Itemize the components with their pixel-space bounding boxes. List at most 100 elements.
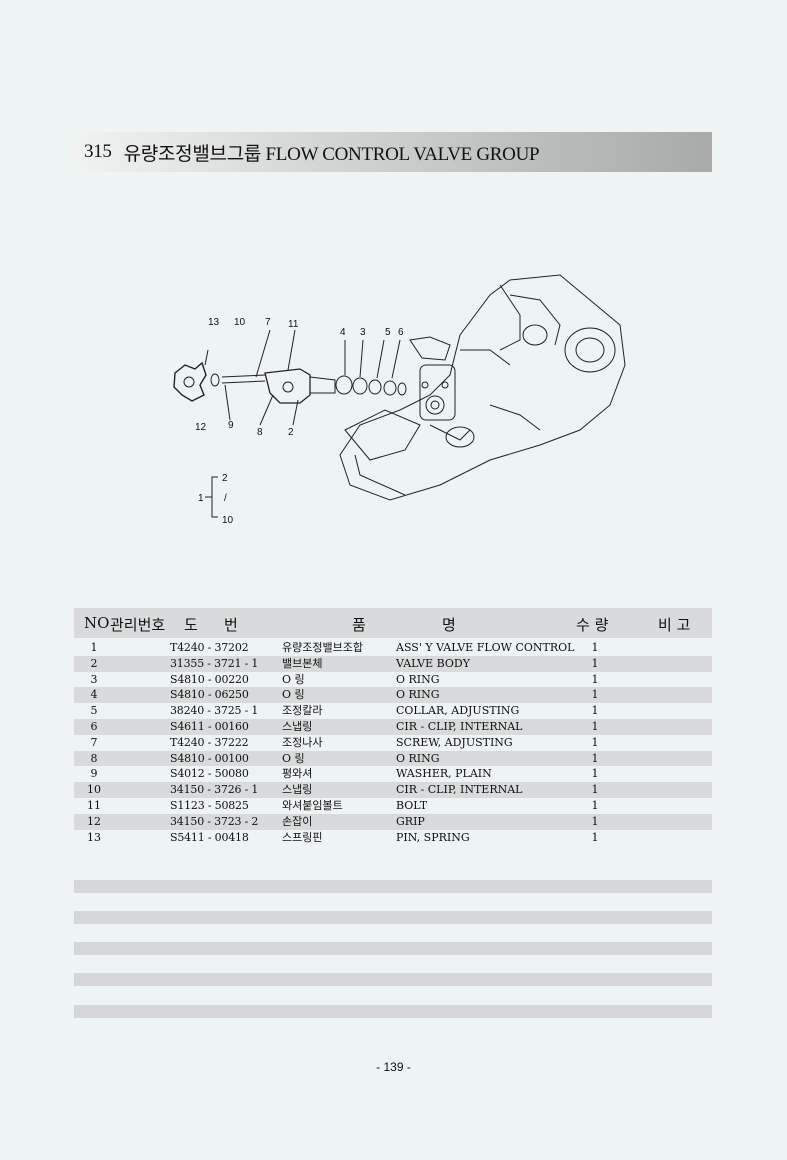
table-empty-stripe: [74, 911, 712, 924]
part-code: S4810 - 06250: [170, 688, 249, 702]
svg-text:6: 6: [398, 327, 404, 338]
quantity: 1: [591, 656, 599, 670]
part-name-english: PIN, SPRING: [396, 830, 470, 844]
part-name-english: ASS' Y VALVE FLOW CONTROL: [396, 641, 575, 654]
part-code: S4611 - 00160: [170, 719, 249, 733]
svg-text:11: 11: [288, 319, 299, 330]
svg-text:5: 5: [385, 327, 391, 338]
part-name-english: O RING: [396, 751, 440, 765]
part-name-english: VALVE BODY: [396, 656, 470, 670]
row-number: 2: [90, 656, 98, 670]
part-code: 34150 - 3726 - 1: [170, 783, 259, 797]
svg-text:/: /: [224, 493, 227, 504]
part-name-english: CIR - CLIP, INTERNAL: [396, 783, 523, 797]
row-number: 8: [90, 751, 98, 765]
table-row: 11 S1123 - 50825 와셔붙임볼트 BOLT 1: [74, 798, 712, 814]
part-name-korean: 유량조정밸브조합: [282, 641, 363, 654]
part-name-english: COLLAR, ADJUSTING: [396, 704, 520, 718]
svg-text:2: 2: [222, 473, 228, 484]
row-number: 4: [90, 688, 98, 702]
svg-text:12: 12: [195, 422, 207, 433]
table-row: 2 31355 - 3721 - 1 밸브본체 VALVE BODY 1: [74, 655, 712, 672]
part-code: S4012 - 50080: [170, 767, 249, 781]
quantity: 1: [591, 830, 599, 844]
part-name-english: BOLT: [396, 798, 428, 812]
part-name-korean: 손잡이: [282, 814, 313, 828]
section-title-bar: 315 유량조정밸브그룹 FLOW CONTROL VALVE GROUP: [74, 132, 712, 172]
section-title: 유량조정밸브그룹 FLOW CONTROL VALVE GROUP: [123, 143, 540, 165]
quantity: 1: [591, 704, 599, 718]
table-empty-stripe: [74, 973, 712, 986]
parts-table-body: 1 T4240 - 37202 유량조정밸브조합 ASS' Y VALVE FLOW …: [74, 640, 712, 845]
table-empty-stripe: [74, 1005, 712, 1018]
part-code: 31355 - 3721 - 1: [170, 656, 259, 670]
header-remarks: 비 고: [658, 616, 691, 634]
svg-text:10: 10: [222, 515, 234, 526]
part-name-korean: 밸브본체: [282, 656, 323, 670]
header-part-name-2: 명: [442, 616, 456, 634]
part-name-english: O RING: [396, 688, 440, 702]
header-drawing-1: 도: [184, 616, 198, 634]
part-name-korean: 조정나사: [282, 735, 323, 749]
row-number: 11: [87, 798, 101, 812]
svg-text:10: 10: [234, 317, 246, 328]
quantity: 1: [591, 641, 599, 654]
row-number: 5: [90, 704, 98, 718]
table-empty-stripe: [74, 942, 712, 955]
part-name-english: CIR - CLIP, INTERNAL: [396, 719, 523, 733]
svg-text:2: 2: [288, 427, 294, 438]
row-number: 3: [90, 672, 98, 686]
part-name-korean: 와셔붙임볼트: [282, 798, 343, 812]
table-row: 1 T4240 - 37202 유량조정밸브조합 ASS' Y VALVE FLOW …: [74, 640, 712, 656]
svg-text:1: 1: [198, 493, 204, 504]
assembly-bracket-legend: 1 2 / 10: [198, 473, 234, 526]
part-name-korean: 조정칼라: [282, 704, 323, 718]
row-number: 1: [90, 641, 98, 654]
header-part-name-1: 품: [352, 616, 366, 634]
valve-assembly-drawing: [173, 329, 407, 426]
row-number: 13: [87, 830, 101, 844]
part-name-korean: 스냅링: [282, 783, 313, 797]
header-drawing-2: 번: [224, 616, 238, 634]
part-name-korean: 스프링핀: [282, 830, 323, 844]
table-empty-stripe: [74, 880, 712, 893]
svg-text:3: 3: [360, 327, 366, 338]
part-code: S1123 - 50825: [170, 798, 249, 812]
svg-text:9: 9: [228, 420, 234, 431]
quantity: 1: [591, 751, 599, 765]
row-number: 6: [90, 719, 98, 733]
part-code: S4810 - 00220: [170, 672, 249, 686]
table-row: 5 38240 - 3725 - 1 조정칼라 COLLAR, ADJUSTING 1: [74, 703, 712, 719]
table-row: 10 34150 - 3726 - 1 스냅링 CIR - CLIP, INTERNA…: [74, 782, 712, 798]
quantity: 1: [591, 814, 599, 828]
svg-text:13: 13: [208, 317, 220, 328]
part-name-english: SCREW, ADJUSTING: [396, 735, 513, 749]
part-code: T4240 - 37222: [170, 735, 249, 749]
row-number: 12: [87, 814, 101, 828]
quantity: 1: [591, 688, 599, 702]
part-name-english: O RING: [396, 672, 440, 686]
svg-text:4: 4: [340, 327, 346, 338]
pump-housing-drawing: [339, 274, 626, 501]
part-code: 38240 - 3725 - 1: [170, 704, 259, 718]
header-quantity: 수 량: [576, 616, 609, 634]
quantity: 1: [591, 672, 599, 686]
row-number: 10: [87, 783, 101, 797]
part-code: S5411 - 00418: [170, 830, 249, 844]
svg-text:8: 8: [257, 427, 263, 438]
quantity: 1: [591, 798, 599, 812]
quantity: 1: [591, 783, 599, 797]
header-no: NO: [84, 614, 110, 632]
header-mgmt-number: 관리번호: [110, 616, 166, 634]
part-code: T4240 - 37202: [170, 641, 249, 654]
exploded-parts-diagram: 13 10 7 11 4 3 5 6 12 9 8 2 1 2 / 10: [173, 274, 626, 526]
table-row: 13 S5411 - 00418 스프링핀 PIN, SPRING 1: [74, 830, 712, 846]
svg-text:7: 7: [265, 317, 271, 328]
row-number: 7: [90, 735, 98, 749]
